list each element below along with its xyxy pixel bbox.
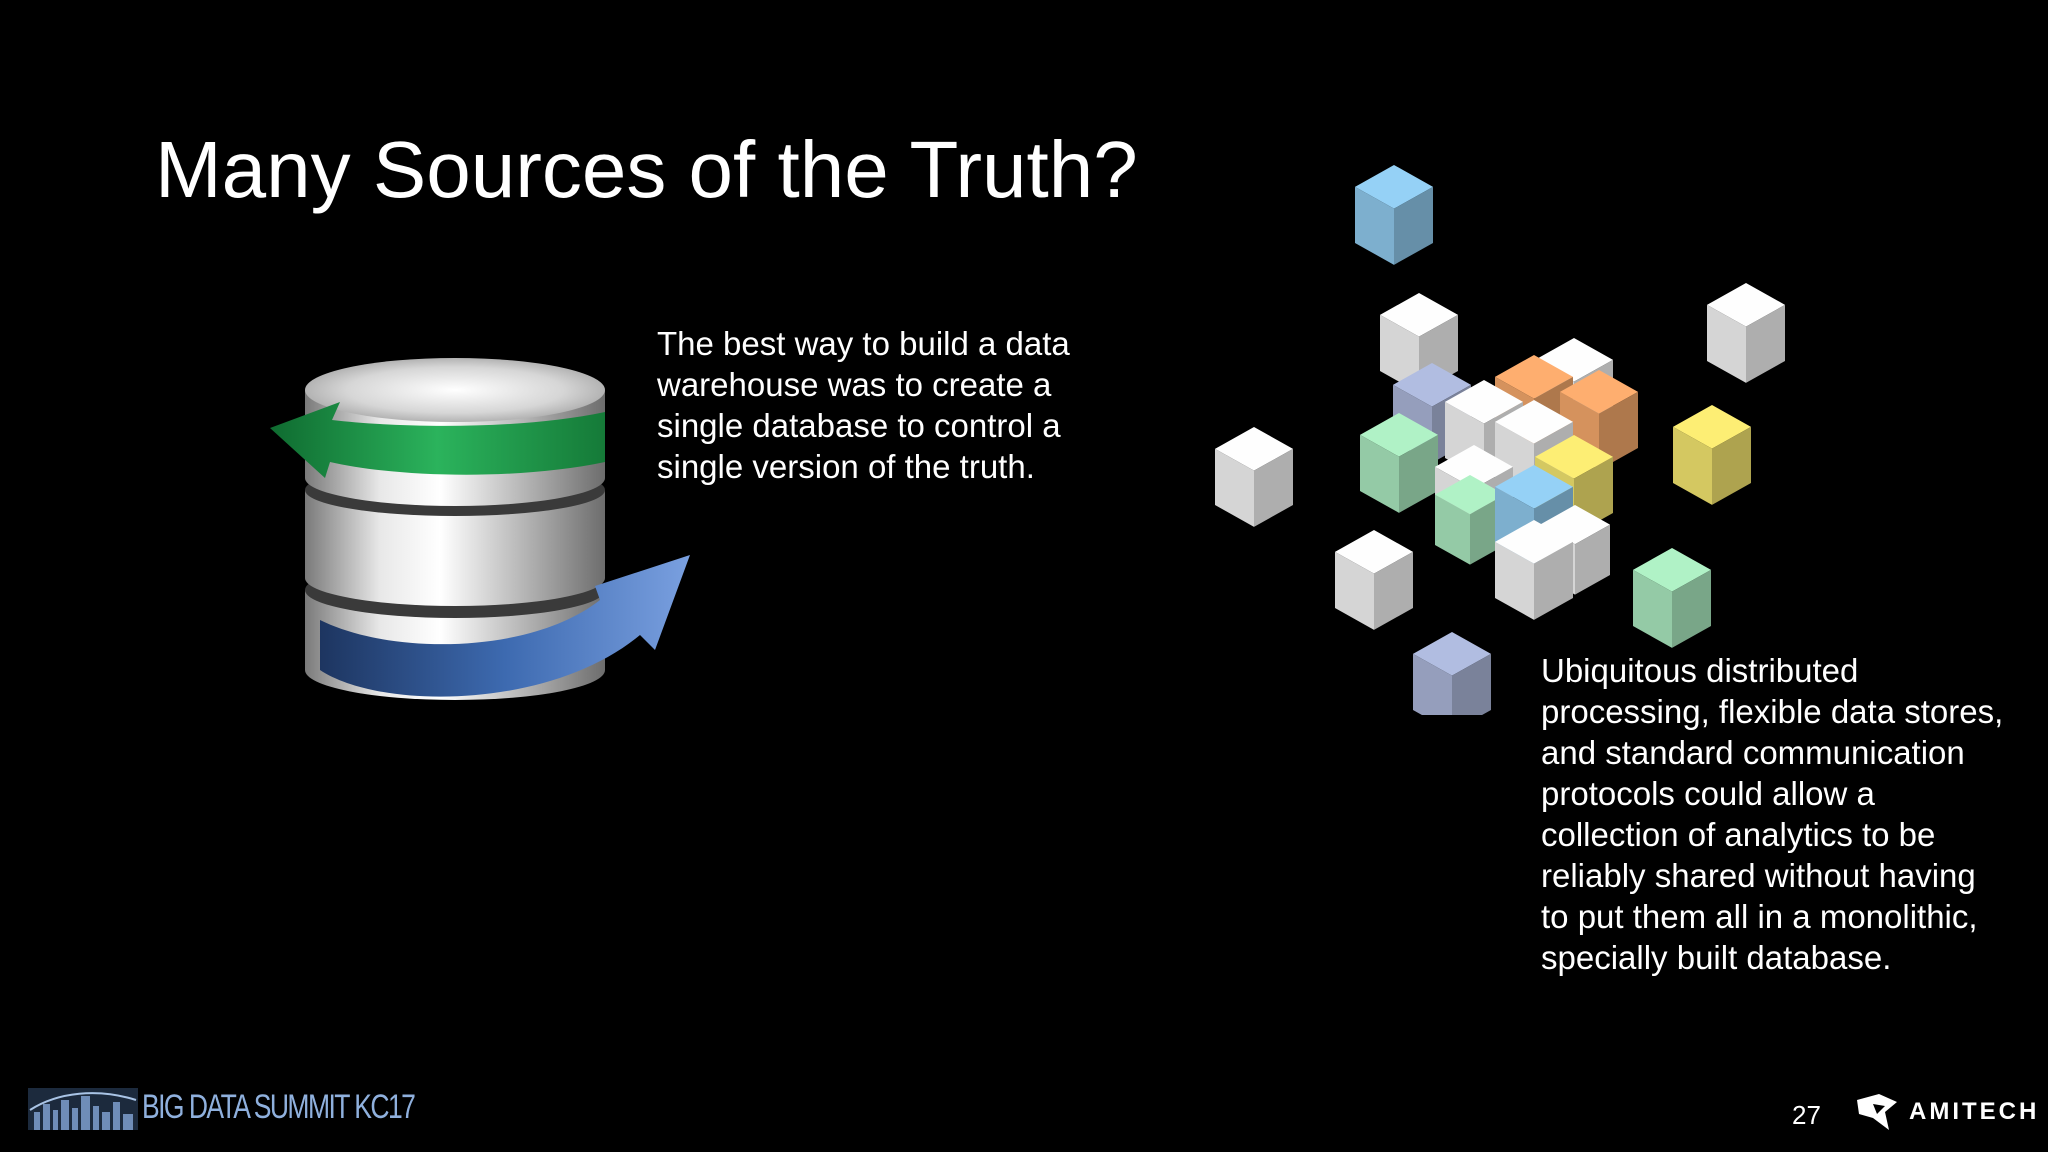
cube-20 [1633,548,1711,648]
cube-9 [1673,405,1751,505]
right-paragraph: Ubiquitous distributed processing, flexi… [1541,652,2004,976]
amitech-brand: AMITECH [1855,1092,2039,1132]
event-logo-icon [28,1088,138,1130]
cube-1 [1355,165,1433,265]
page-number: 27 [1792,1100,1821,1130]
cube-18 [1495,520,1573,620]
cube-10 [1360,413,1438,513]
cube-21 [1413,632,1491,715]
database-icon [270,358,690,700]
amitech-logo-icon [1857,1094,1897,1130]
slide-title: Many Sources of the Truth? [155,125,1138,214]
cube-3 [1707,283,1785,383]
event-logo-text: BIG DATA SUMMIT KC17 [142,1088,416,1126]
cube-4 [1215,427,1293,527]
left-paragraph: The best way to build a data warehouse w… [657,325,1070,485]
cube-19 [1335,530,1413,630]
cubes-icon [1215,165,1785,715]
brand-name: AMITECH [1909,1098,2040,1125]
